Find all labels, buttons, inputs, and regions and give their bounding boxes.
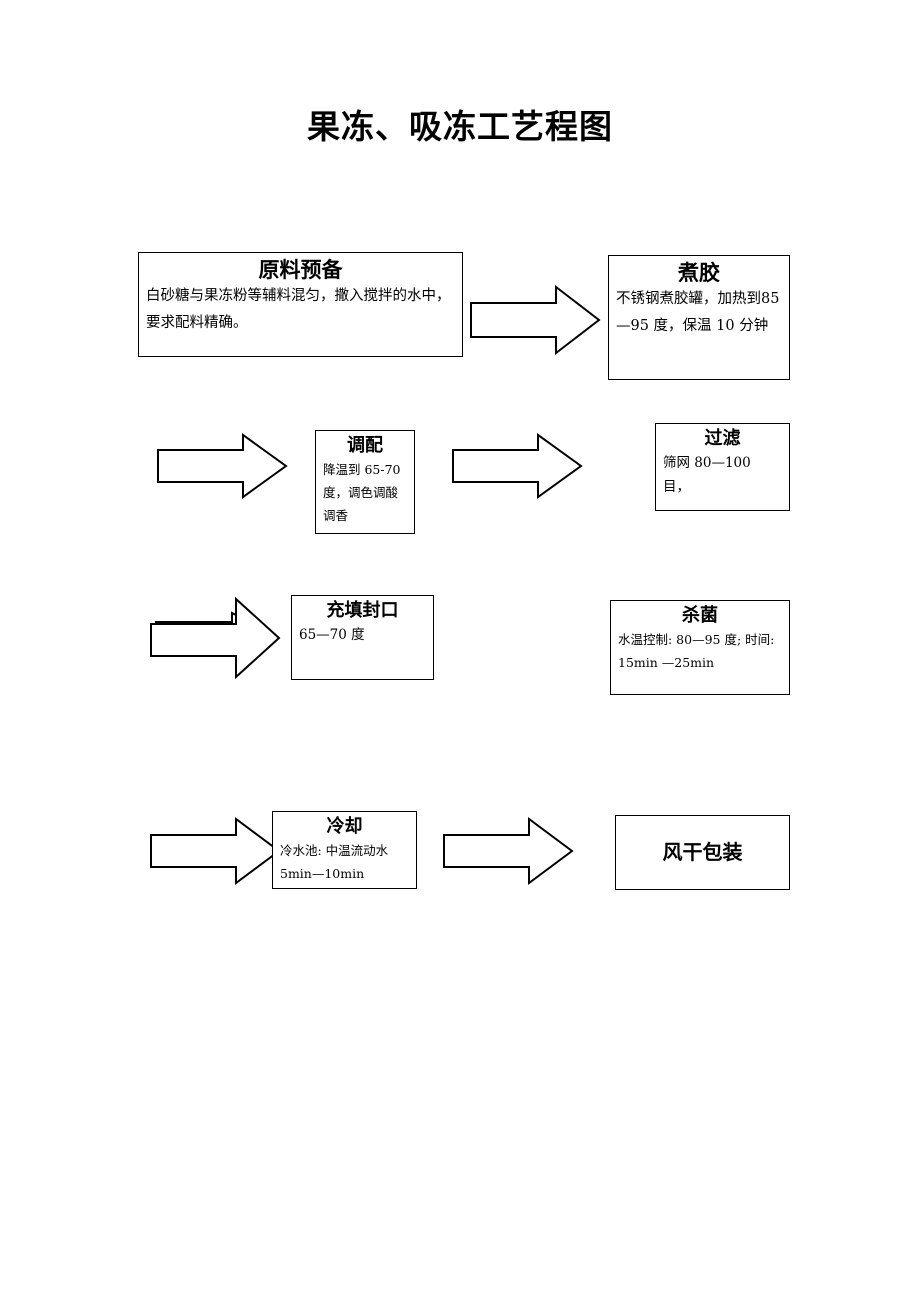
node-air-drying-packaging[interactable]: 风干包装 [615,815,790,890]
node-body: 水温控制: 80—95 度; 时间: 15min —25min [618,631,775,670]
node-cooling[interactable]: 冷却 冷水池: 中温流动水 5min—10min [272,811,417,889]
node-body: 不锈钢煮胶罐，加热到85—95 度，保温 10 分钟 [616,291,780,335]
block-arrow-right-icon [151,599,279,677]
arrow-blending-to-filter [452,434,582,498]
block-arrow-right-icon [453,435,581,497]
arrow-cooling-to-packing [443,818,573,884]
node-raw-material-preparation[interactable]: 原料预备 白砂糖与果冻粉等辅料混匀，撒入搅拌的水中，要求配料精确。 [138,252,463,357]
arrow-filter-to-filling-b [150,598,280,678]
node-body: 白砂糖与果冻粉等辅料混匀，撒入搅拌的水中，要求配料精确。 [146,288,451,332]
node-body: 降温到 65-70 度，调色调酸调香 [323,461,401,523]
arrow-steril-to-cooling [150,818,280,884]
node-blending[interactable]: 调配 降温到 65-70 度，调色调酸调香 [315,430,415,534]
node-title: 原料预备 [258,257,343,282]
node-filling-sealing[interactable]: 充填封口 65—70 度 [291,595,434,680]
arrow-boiling-to-blending [157,434,287,498]
node-title: 冷却 [326,816,363,837]
node-title: 杀菌 [682,605,718,626]
node-title: 充填封口 [326,600,399,621]
node-body: 筛网 80—100 目， [663,454,751,496]
node-sterilization[interactable]: 杀菌 水温控制: 80—95 度; 时间: 15min —25min [610,600,790,695]
block-arrow-right-icon [151,819,279,883]
node-body: 冷水池: 中温流动水 5min—10min [280,842,389,881]
block-arrow-right-icon [471,287,599,353]
node-filtration[interactable]: 过滤 筛网 80—100 目， [655,423,790,511]
node-title: 调配 [347,435,383,456]
block-arrow-right-icon [444,819,572,883]
node-title: 煮胶 [678,260,720,285]
node-glue-boiling[interactable]: 煮胶 不锈钢煮胶罐，加热到85—95 度，保温 10 分钟 [608,255,790,380]
arrow-prep-to-boiling [470,286,600,354]
block-arrow-right-icon [158,435,286,497]
page-title: 果冻、吸冻工艺程图 [307,107,613,146]
node-body: 65—70 度 [299,626,365,643]
node-title: 风干包装 [662,840,743,864]
node-title: 过滤 [704,428,741,449]
